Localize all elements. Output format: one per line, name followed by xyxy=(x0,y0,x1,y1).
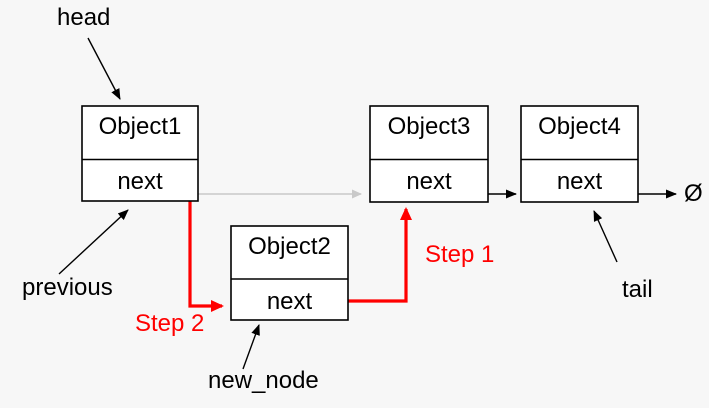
node-object3-next-field: next xyxy=(406,168,452,195)
tail-label: tail xyxy=(622,276,653,303)
step1-arrow xyxy=(348,207,412,303)
node-object1-title: Object1 xyxy=(99,113,182,140)
node-object4-next-field: next xyxy=(557,168,603,195)
node-object1-next-field: next xyxy=(117,168,163,195)
node-object4: Object4 next xyxy=(520,105,639,203)
step2-label: Step 2 xyxy=(135,310,204,337)
previous-label: previous xyxy=(22,274,113,301)
new-node-arrow xyxy=(242,324,260,370)
node-object3-title: Object3 xyxy=(388,113,471,140)
node-object2-box xyxy=(230,225,349,321)
node-object1-box xyxy=(81,105,199,202)
tail-arrow xyxy=(593,210,618,263)
node-object3: Object3 next xyxy=(369,105,489,203)
node-object2-next-field: next xyxy=(267,288,313,315)
head-label: head xyxy=(57,4,110,31)
step1-label: Step 1 xyxy=(425,241,494,268)
previous-arrow xyxy=(58,209,129,275)
node-object1: Object1 next xyxy=(81,105,199,202)
node-object3-box xyxy=(369,105,489,203)
node-object4-title: Object4 xyxy=(538,113,621,140)
node-object2: Object2 next xyxy=(230,225,349,321)
step2-arrow xyxy=(188,196,224,312)
null-symbol: Ø xyxy=(684,180,703,207)
node-object4-box xyxy=(520,105,639,203)
head-arrow xyxy=(87,37,121,100)
node-object2-title: Object2 xyxy=(248,233,331,260)
new-node-label: new_node xyxy=(208,367,319,394)
